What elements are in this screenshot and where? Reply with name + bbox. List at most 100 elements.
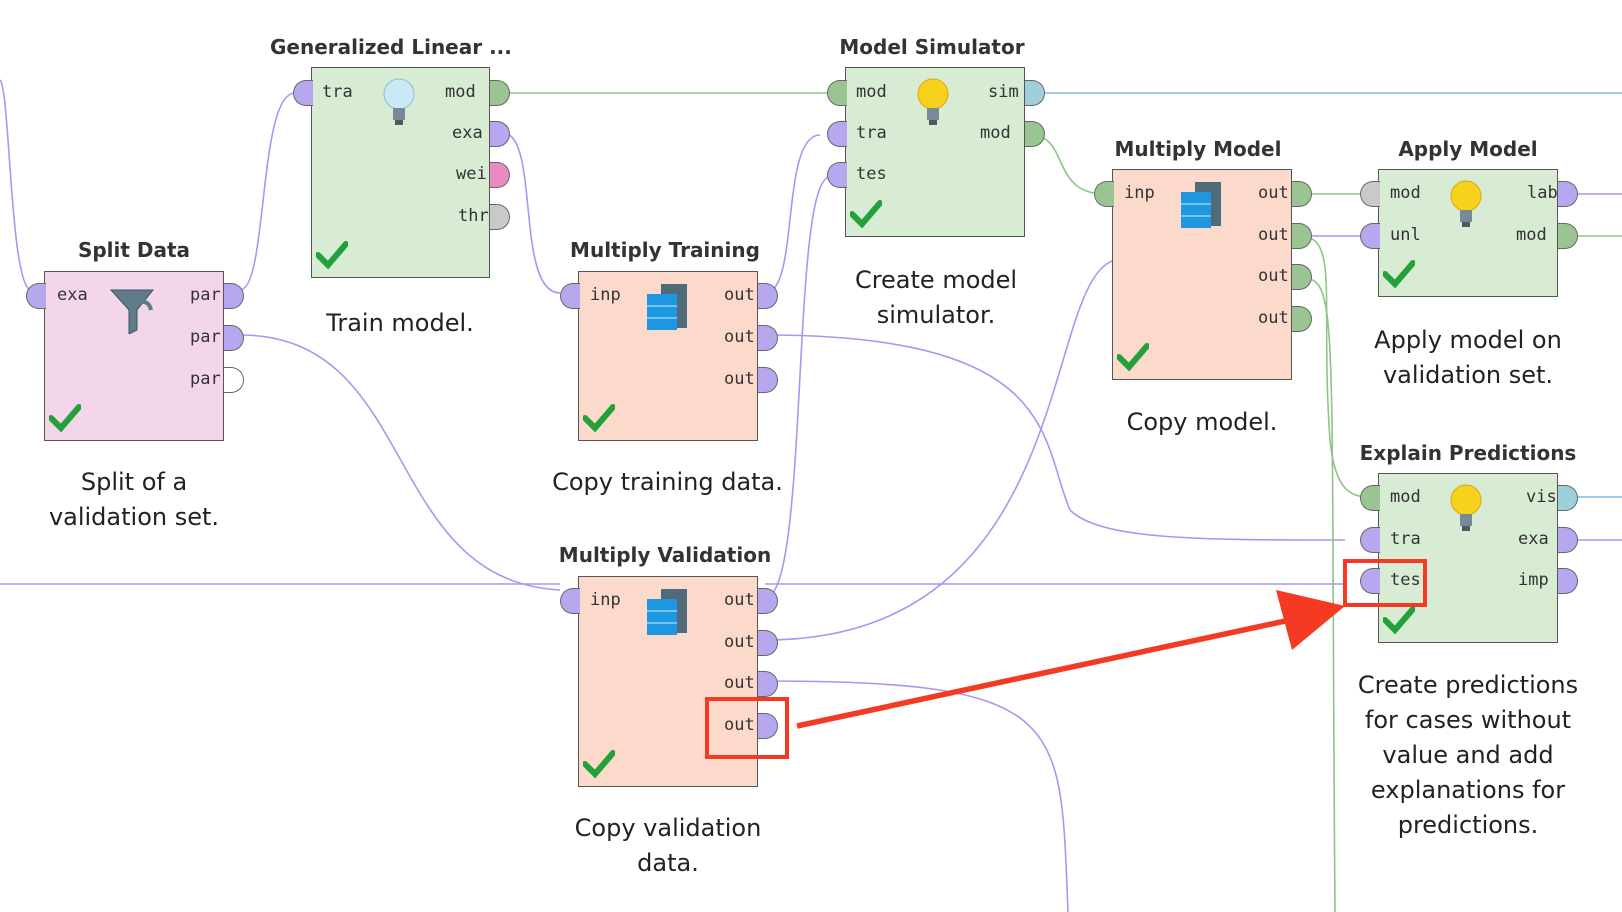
port-label: tes (856, 164, 887, 184)
operator-title-glm: Generalized Linear ... (270, 35, 512, 59)
operator-explain-predictions[interactable] (1378, 473, 1558, 643)
port-mval-out-1[interactable] (758, 588, 778, 614)
port-mval-out-3[interactable] (758, 671, 778, 697)
operator-caption-explain-predictions: Create predictions for cases without val… (1357, 671, 1579, 839)
port-explain-in-tra[interactable] (1360, 527, 1380, 553)
operator-title-explain-predictions: Explain Predictions (1359, 441, 1577, 465)
port-label: mod (1390, 183, 1421, 203)
highlight-box-mval-out (705, 697, 789, 759)
lightbulb-icon (1450, 484, 1482, 531)
operator-multiply-validation[interactable] (578, 576, 758, 787)
port-label: inp (1124, 183, 1155, 203)
port-label: mod (1516, 225, 1547, 245)
port-label: tes (1390, 570, 1421, 590)
port-sim-in-mod[interactable] (827, 80, 847, 106)
port-label: vis (1526, 487, 1557, 507)
port-mmodel-out-2[interactable] (1292, 223, 1312, 249)
checkmark-icon (583, 404, 615, 432)
operator-caption-multiply-validation: Copy validation data. (574, 814, 762, 877)
port-mmodel-out-1[interactable] (1292, 181, 1312, 207)
port-split-out-par-3[interactable] (224, 367, 244, 393)
port-explain-out-vis[interactable] (1558, 485, 1578, 511)
port-label: out (1258, 308, 1289, 328)
port-mtrain-out-2[interactable] (758, 325, 778, 351)
wire-input-to-split (0, 79, 31, 291)
wire-split-to-mval (239, 334, 561, 591)
operator-model-simulator[interactable] (845, 67, 1025, 237)
port-label: mod (445, 82, 476, 102)
port-label: out (724, 632, 755, 652)
port-label: mod (1390, 487, 1421, 507)
port-label: tra (1390, 529, 1421, 549)
operator-multiply-model[interactable] (1112, 169, 1292, 380)
port-label: par (190, 369, 221, 389)
operator-apply-model[interactable] (1378, 169, 1558, 297)
port-label: out (724, 369, 755, 389)
port-mtrain-in-inp[interactable] (560, 283, 580, 309)
port-explain-out-imp[interactable] (1558, 568, 1578, 594)
wire-glm-exa-to-mtrain (502, 132, 561, 294)
port-mval-out-4[interactable] (758, 713, 778, 739)
operator-caption-glm: Train model. (326, 309, 474, 337)
stack-icon (647, 589, 687, 635)
port-glm-out-thr[interactable] (490, 204, 510, 230)
port-label: lab (1527, 183, 1558, 203)
port-glm-out-exa[interactable] (490, 121, 510, 147)
port-explain-in-mod[interactable] (1360, 485, 1380, 511)
wire-mval-out2-to-unl (764, 259, 1116, 641)
port-sim-out-mod[interactable] (1025, 121, 1045, 147)
port-mmodel-out-3[interactable] (1292, 264, 1312, 290)
port-label: out (724, 590, 755, 610)
port-sim-out-sim[interactable] (1025, 80, 1045, 106)
port-mtrain-out-1[interactable] (758, 283, 778, 309)
port-explain-out-exa[interactable] (1558, 527, 1578, 553)
port-apply-in-unl[interactable] (1360, 223, 1380, 249)
wire-mval-out3-down (764, 680, 1069, 912)
port-mval-in-inp[interactable] (560, 588, 580, 614)
port-apply-in-mod[interactable] (1360, 181, 1380, 207)
port-label: tra (856, 123, 887, 143)
port-glm-out-wei[interactable] (490, 162, 510, 188)
port-sim-in-tes[interactable] (827, 162, 847, 188)
port-split-in-exa[interactable] (26, 283, 46, 309)
stack-icon (647, 284, 687, 330)
port-glm-in-tra[interactable] (293, 80, 313, 106)
port-label: out (1258, 225, 1289, 245)
port-split-out-par-1[interactable] (224, 283, 244, 309)
highlight-box-explain-tes (1343, 559, 1427, 607)
port-mmodel-in-inp[interactable] (1094, 181, 1114, 207)
port-sim-in-tra[interactable] (827, 121, 847, 147)
port-label: exa (57, 285, 88, 305)
port-label: tra (322, 82, 353, 102)
port-label: exa (1518, 529, 1549, 549)
operator-caption-apply-model: Apply model on validation set. (1374, 326, 1562, 389)
operator-glm[interactable] (311, 67, 490, 278)
port-label: par (190, 285, 221, 305)
port-explain-in-tes[interactable] (1360, 568, 1380, 594)
port-label: inp (590, 285, 621, 305)
wire-sim-mod-to-mmodel (1029, 134, 1106, 195)
port-mtrain-out-3[interactable] (758, 367, 778, 393)
port-label: out (724, 327, 755, 347)
port-apply-out-lab[interactable] (1558, 181, 1578, 207)
operator-caption-model-simulator: Create model simulator. (854, 266, 1018, 329)
operator-title-apply-model: Apply Model (1398, 137, 1538, 161)
port-split-out-par-2[interactable] (224, 325, 244, 351)
checkmark-icon (583, 750, 615, 778)
port-apply-out-mod[interactable] (1558, 223, 1578, 249)
port-label: mod (980, 123, 1011, 143)
operator-title-multiply-model: Multiply Model (1114, 137, 1282, 161)
port-label: par (190, 327, 221, 347)
operator-title-multiply-validation: Multiply Validation (558, 543, 772, 567)
checkmark-icon (1383, 260, 1415, 288)
operator-caption-multiply-model: Copy model. (1126, 408, 1278, 436)
stack-icon (1181, 182, 1221, 228)
lightbulb-icon (383, 78, 415, 125)
operator-split-data[interactable] (44, 271, 224, 441)
port-mmodel-out-4[interactable] (1292, 306, 1312, 332)
operator-title-multiply-training: Multiply Training (570, 238, 760, 262)
operator-multiply-training[interactable] (578, 271, 758, 441)
port-glm-out-mod[interactable] (490, 80, 510, 106)
port-mval-out-2[interactable] (758, 630, 778, 656)
wire-mmodel-to-explain (1299, 235, 1371, 498)
